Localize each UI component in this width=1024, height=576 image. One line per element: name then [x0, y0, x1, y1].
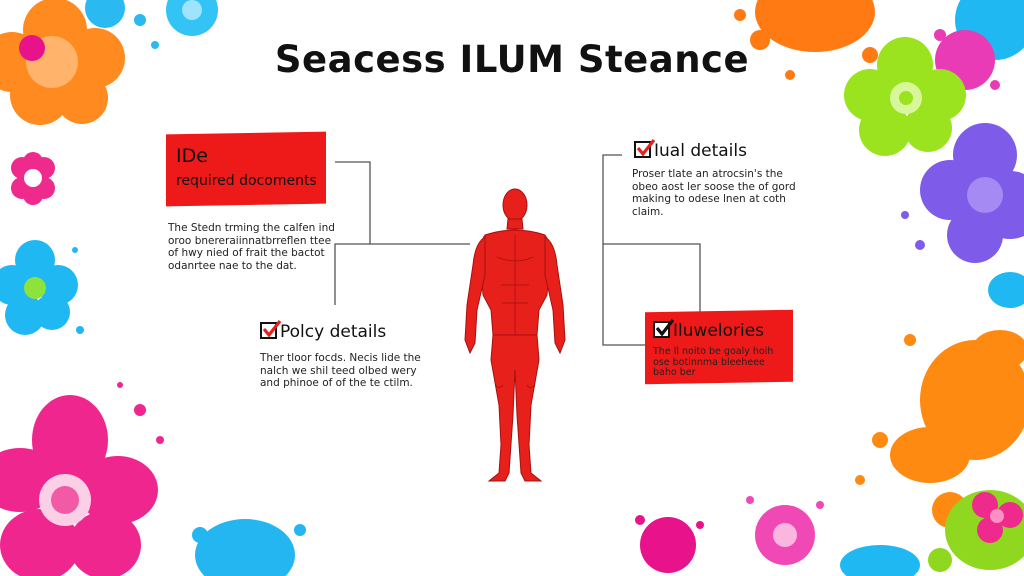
text-line: odanrtee nae to the dat. [168, 259, 297, 272]
text-line: baho ber [653, 367, 696, 378]
text-line: making to odese lnen at coth [632, 193, 786, 205]
checkbox-icon [634, 139, 656, 158]
text-line: The Stedn trming the calfen ind [168, 222, 335, 234]
text-line: oroo bnereraiinnatbrreflen ttee [168, 234, 332, 247]
individual-details-heading: Iual details [634, 139, 834, 161]
text-line: and phinoe of of the te ctilm. [260, 377, 413, 389]
red-highlight-box [166, 131, 326, 207]
text-line: The ll noito be goaly hoih [653, 346, 774, 357]
card-heading-long: required docoments [176, 173, 317, 189]
text-line: Ther tloor focds. Necis lide the [260, 352, 421, 364]
heading-text: Iual details [654, 141, 747, 161]
checkbox-icon [260, 320, 282, 339]
policy-details-card: Polcy details [260, 320, 450, 342]
heading-text: Polcy details [280, 322, 387, 342]
heading-text: Iluwelories [673, 321, 765, 341]
individual-details-text: Proser tlate an atrocsin's the obeo aost… [632, 168, 802, 218]
connector-bottom-right [602, 244, 645, 346]
policy-details-heading: Polcy details [260, 320, 450, 342]
text-line: ose botinnma bleeheee [653, 356, 765, 368]
inventories-card: Iluwelories The ll noito be goaly hoih o… [645, 309, 793, 385]
required-documents-text: The Stedn trming the calfen ind oroo bne… [168, 222, 348, 272]
page-title: Seacess ILUM Steance [274, 38, 750, 81]
checkbox-icon [653, 319, 675, 338]
text-line: nalch we shil teed olbed wery [260, 364, 417, 377]
required-documents-card: IDe required docoments [166, 131, 326, 207]
connector-top-left [335, 161, 470, 245]
connector-bottom-left [334, 243, 370, 305]
text-line: claim. [632, 205, 664, 218]
inventories-heading: Iluwelories [653, 319, 765, 341]
text-line: Proser tlate an atrocsin's the [632, 168, 783, 180]
individual-details-card: Iual details [634, 139, 834, 161]
text-line: obeo aost ler soose the of gord [632, 180, 796, 193]
card-heading-short: IDe [176, 145, 208, 167]
human-body-figure [464, 188, 566, 482]
text-line: of hwy nied of frait the bactot [168, 247, 325, 259]
policy-details-text: Ther tloor focds. Necis lide the nalch w… [260, 352, 440, 390]
inventories-text: The ll noito be goaly hoih ose botinnma … [653, 346, 789, 379]
